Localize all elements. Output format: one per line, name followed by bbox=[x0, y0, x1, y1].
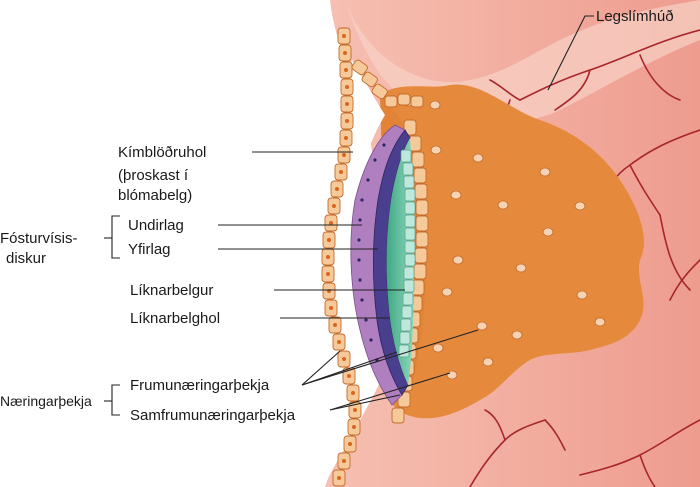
label-amnion: Líknarbelgur bbox=[130, 282, 213, 299]
label-syncytiotrophoblast: Samfrumunæringarþekja bbox=[130, 407, 296, 424]
label-amniotic-cavity: Líknarbelghol bbox=[130, 310, 220, 327]
label-trophoblast: Næringarþekja bbox=[0, 393, 92, 409]
label-embryonic-disc-line2: diskur bbox=[6, 250, 46, 267]
leader-lines bbox=[104, 15, 594, 416]
label-yolk-sac-line3: blómabelg) bbox=[118, 187, 192, 204]
syncytiotrophoblast-mass bbox=[380, 84, 644, 419]
label-yolk-sac: Kímblöðruhol bbox=[118, 144, 206, 161]
label-cytotrophoblast: Frumunæringarþekja bbox=[130, 377, 270, 394]
label-hypoblast: Undirlag bbox=[128, 217, 184, 234]
label-endometrium: Legslímhúð bbox=[596, 8, 674, 25]
amnion-cells bbox=[398, 149, 416, 358]
label-embryonic-disc: Fósturvísis- bbox=[0, 230, 78, 247]
blood-vessels bbox=[469, 29, 700, 487]
label-yolk-sac-line2: (þroskast í bbox=[118, 167, 189, 184]
label-epiblast: Yfirlag bbox=[128, 241, 171, 258]
cytotrophoblast-top bbox=[351, 59, 424, 108]
